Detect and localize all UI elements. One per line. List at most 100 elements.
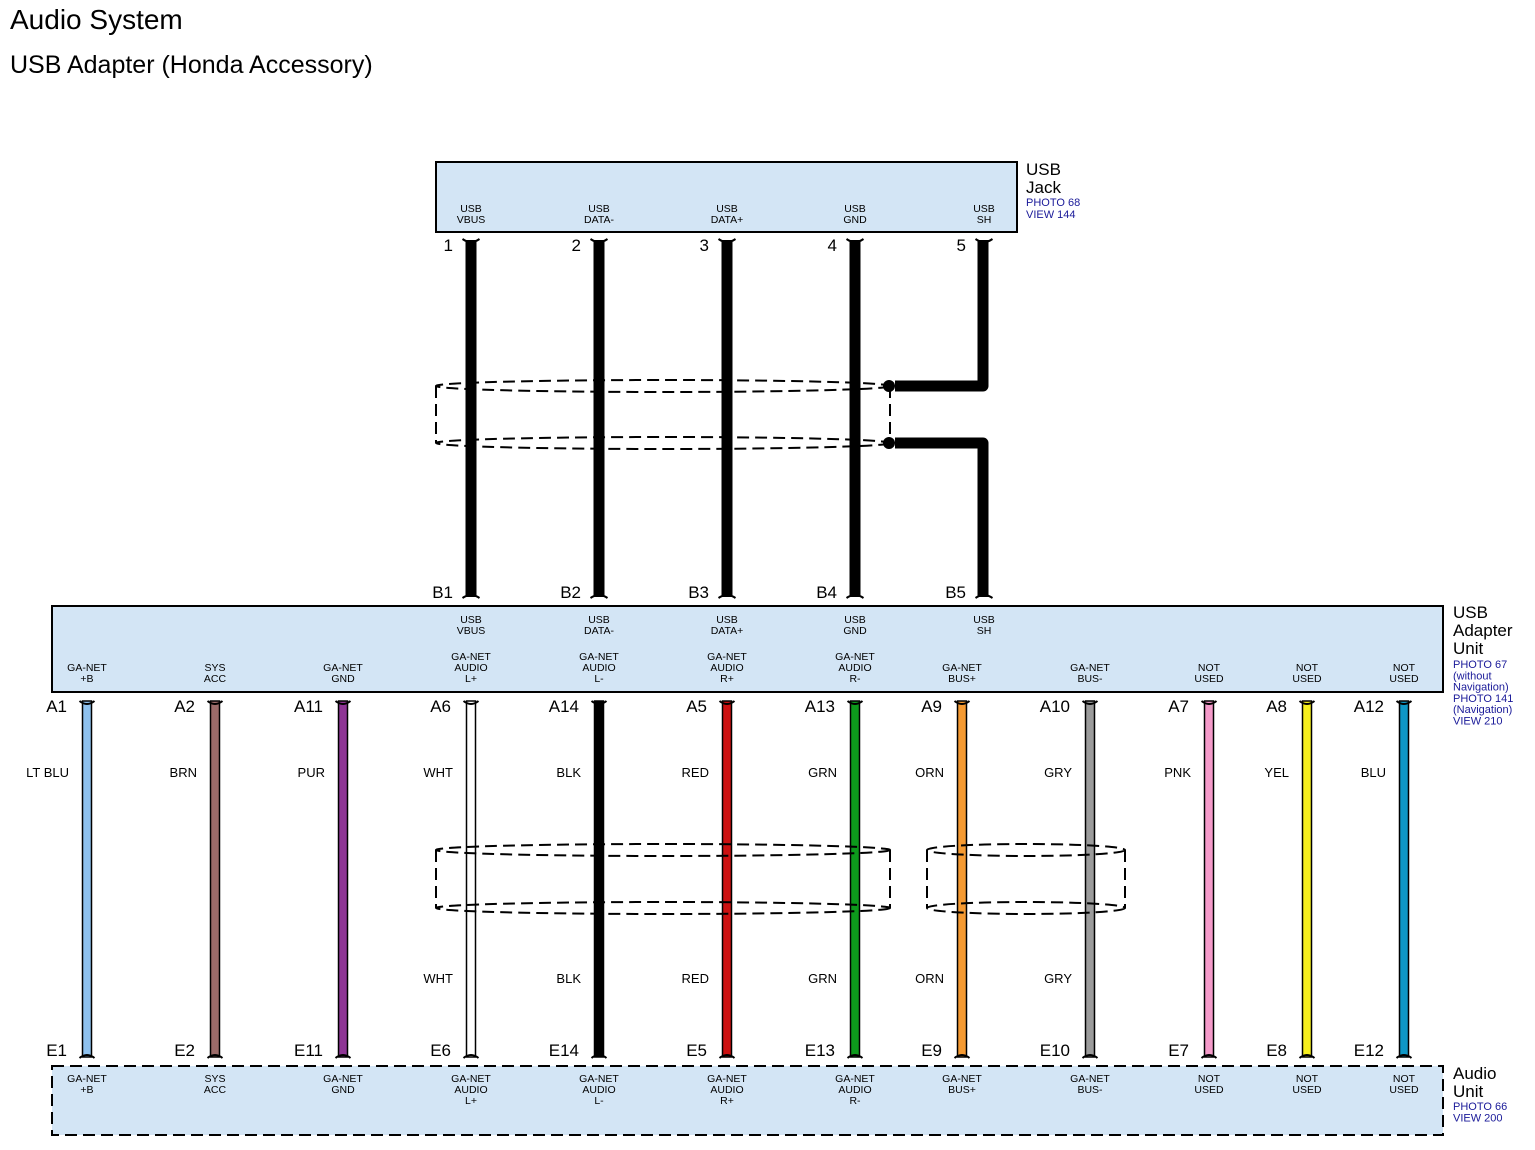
audio-e-pin-number: E1 xyxy=(46,1041,67,1060)
connector-ref: PHOTO 141 xyxy=(1453,693,1513,705)
audio-shield-lower xyxy=(435,843,891,915)
wire-wht xyxy=(465,700,477,1058)
wire-gry xyxy=(1084,700,1096,1058)
connector-ref: PHOTO 67 xyxy=(1453,659,1507,671)
terminal-mark xyxy=(78,700,96,705)
audio-e-pin-number: E12 xyxy=(1354,1041,1384,1060)
audio-e-pin-number: E8 xyxy=(1266,1041,1287,1060)
terminal-mark xyxy=(1395,1054,1413,1059)
connector-name: Audio xyxy=(1453,1064,1496,1083)
adapter-a-pin-label: GA-NET xyxy=(707,651,747,663)
adapter-a-pin-label: ACC xyxy=(204,673,227,685)
adapter-a-pin-label: NOT xyxy=(1296,662,1319,674)
adapter-b-pin-label: USB xyxy=(588,614,610,626)
connector-name: Unit xyxy=(1453,639,1484,658)
wire-color-label: BLK xyxy=(556,971,581,986)
audio-e-pin-label: +B xyxy=(80,1084,93,1096)
audio-e-pin-label: USED xyxy=(1194,1084,1224,1096)
page-title: Audio System xyxy=(10,4,183,35)
terminal-mark xyxy=(846,700,864,705)
adapter-b-pin-label: USB xyxy=(460,614,482,626)
jack-pin-number: 2 xyxy=(572,236,581,255)
terminal-mark xyxy=(206,700,224,705)
shield-splice-point xyxy=(883,380,895,392)
terminal-mark xyxy=(845,594,865,599)
adapter-a-pin-label: NOT xyxy=(1198,662,1221,674)
terminal-mark xyxy=(589,594,609,599)
audio-e-pin-label: GA-NET xyxy=(579,1073,619,1085)
wire-color-label: RED xyxy=(682,971,709,986)
connector-ref: PHOTO 68 xyxy=(1026,197,1080,209)
adapter-body xyxy=(51,605,1444,693)
terminal-mark xyxy=(717,594,737,599)
jack-pin-label: SH xyxy=(977,214,992,226)
adapter-a-pin-label: GA-NET xyxy=(942,662,982,674)
usb-adapter-unit: USBVBUSB1USBDATA-B2USBDATA+B3USBGNDB4USB… xyxy=(46,583,1513,728)
wire-red xyxy=(721,700,733,1058)
wire-pnk xyxy=(1203,700,1215,1058)
adapter-a-pin-number: A8 xyxy=(1266,697,1287,716)
adapter-a-pin-label: USED xyxy=(1389,673,1419,685)
connector-name: Jack xyxy=(1026,178,1061,197)
wire-blu xyxy=(1398,700,1410,1058)
adapter-a-pin-number: A5 xyxy=(686,697,707,716)
wire-color-label: BLK xyxy=(556,765,581,780)
adapter-b-pin-label: VBUS xyxy=(457,625,486,637)
jack-pin-label: USB xyxy=(716,203,738,215)
terminal-mark xyxy=(1200,700,1218,705)
wire-blk xyxy=(593,700,605,1058)
connector-ref: VIEW 210 xyxy=(1453,716,1503,728)
adapter-b-pin-label: USB xyxy=(844,614,866,626)
usb-jack-body xyxy=(435,161,1018,233)
terminal-mark xyxy=(590,700,608,705)
adapter-a-pin-label: USED xyxy=(1194,673,1224,685)
terminal-mark xyxy=(845,238,865,243)
audio-e-pin-number: E10 xyxy=(1040,1041,1070,1060)
adapter-b-pin-number: B1 xyxy=(432,583,453,602)
wire-yel xyxy=(1301,700,1313,1058)
wire-color-label: WHT xyxy=(423,765,453,780)
adapter-a-pin-labels: GA-NET+BA1SYSACCA2GA-NETGNDA11GA-NETAUDI… xyxy=(46,651,1419,716)
terminal-mark xyxy=(1298,700,1316,705)
adapter-a-pin-label: GA-NET xyxy=(835,651,875,663)
terminal-mark xyxy=(461,594,481,599)
jack-pin-number: 3 xyxy=(700,236,709,255)
connector-ref: PHOTO 66 xyxy=(1453,1101,1507,1113)
audio-e-pin-label: NOT xyxy=(1393,1073,1416,1085)
audio-e-pin-number: E13 xyxy=(805,1041,835,1060)
adapter-b-pin-label: USB xyxy=(973,614,995,626)
adapter-a-pin-label: L- xyxy=(594,673,604,685)
terminal-mark xyxy=(462,1054,480,1059)
connector-ref: Navigation) xyxy=(1453,682,1509,694)
terminal-mark xyxy=(334,700,352,705)
audio-unit-body xyxy=(51,1065,1444,1136)
connector-name: USB xyxy=(1453,603,1488,622)
jack-pin-number: 4 xyxy=(828,236,837,255)
adapter-a-pin-number: A2 xyxy=(174,697,195,716)
adapter-a-pin-label: L+ xyxy=(465,673,477,685)
connector-ref: (without xyxy=(1453,670,1492,682)
wire-color-label: GRN xyxy=(808,971,837,986)
adapter-a-pin-label: AUDIO xyxy=(582,662,615,674)
adapter-b-pin-number: B5 xyxy=(945,583,966,602)
audio-e-pin-label: AUDIO xyxy=(454,1084,487,1096)
terminal-mark xyxy=(718,700,736,705)
adapter-a-pin-number: A7 xyxy=(1168,697,1189,716)
audio-e-pin-label: AUDIO xyxy=(582,1084,615,1096)
terminal-mark xyxy=(1081,700,1099,705)
adapter-a-pin-label: R- xyxy=(849,673,861,685)
wire-orn xyxy=(956,700,968,1058)
adapter-a-pin-label: GND xyxy=(331,673,355,685)
adapter-b-pin-label: SH xyxy=(977,625,992,637)
terminal-mark xyxy=(1081,1054,1099,1059)
adapter-a-pin-number: A6 xyxy=(430,697,451,716)
adapter-a-pin-number: A10 xyxy=(1040,697,1070,716)
adapter-a-pin-label: R+ xyxy=(720,673,734,685)
audio-e-pin-number: E7 xyxy=(1168,1041,1189,1060)
adapter-a-pin-label: NOT xyxy=(1393,662,1416,674)
audio-e-pin-label: NOT xyxy=(1296,1073,1319,1085)
adapter-b-pin-label: GND xyxy=(843,625,867,637)
